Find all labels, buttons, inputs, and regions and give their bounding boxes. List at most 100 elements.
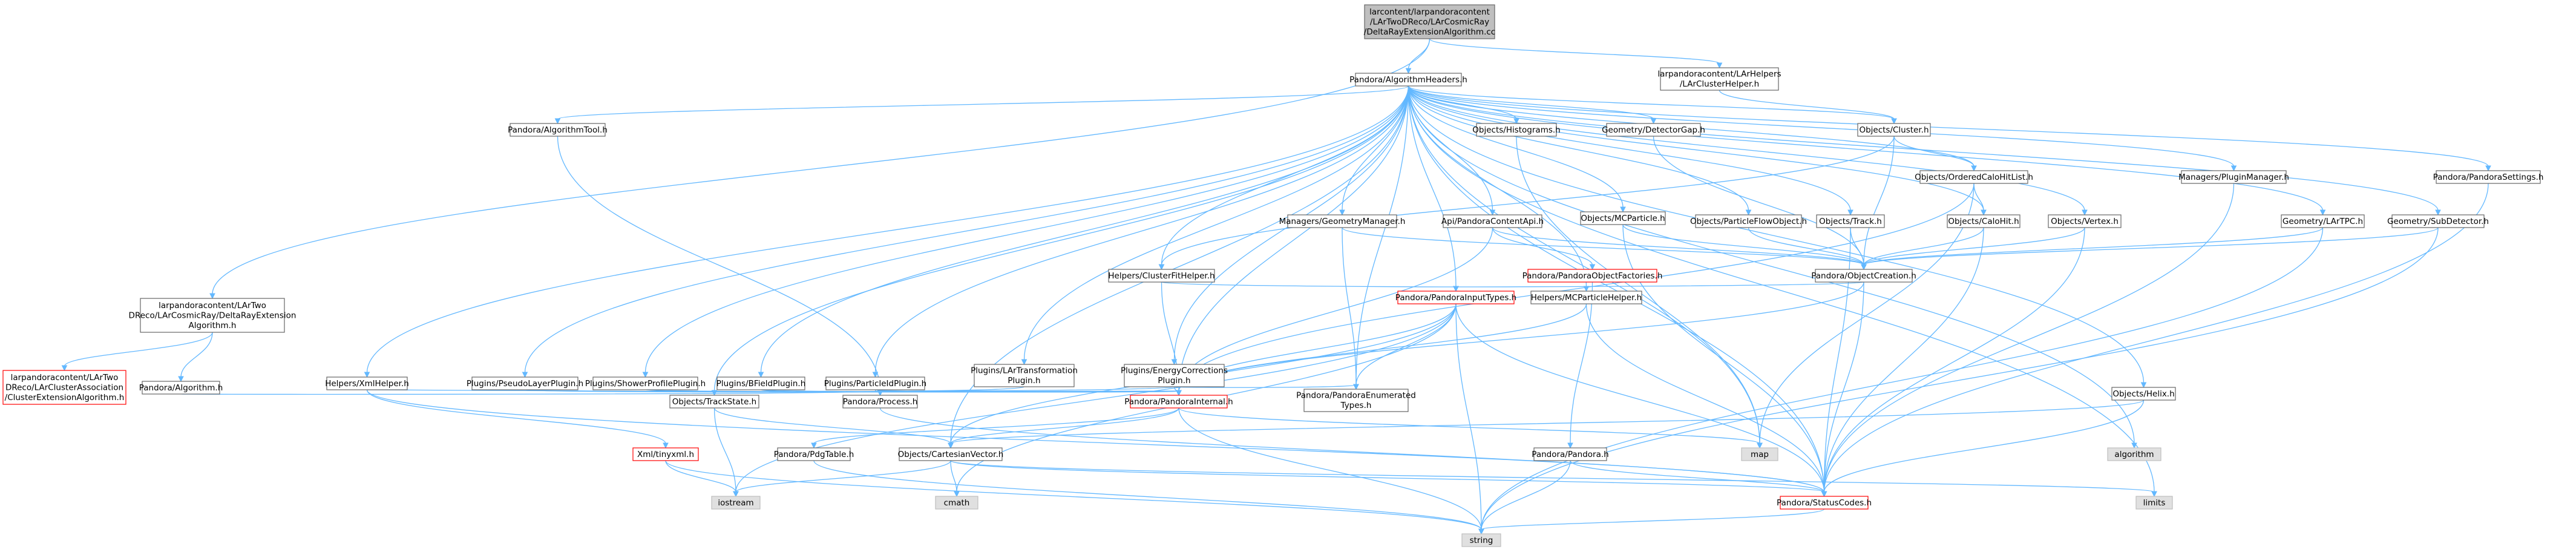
node-clusterFitHelper[interactable]: Helpers/ClusterFitHelper.h <box>1108 269 1215 283</box>
node-label: larcontent/larpandoracontent <box>1369 7 1490 17</box>
node-label: iostream <box>718 498 753 508</box>
node-pluginManager[interactable]: Managers/PluginManager.h <box>2178 170 2289 184</box>
node-clusterExtAlg[interactable]: larpandoracontent/LArTwoDReco/LArCluster… <box>2 370 126 405</box>
node-deltaRayH[interactable]: larpandoracontent/LArTwoDReco/LArCosmicR… <box>129 298 297 333</box>
node-label: Pandora/PdgTable.h <box>774 450 854 459</box>
edge-objCluster-to-clusterFitHelper <box>1158 136 1895 271</box>
node-objCluster[interactable]: Objects/Cluster.h <box>1857 123 1931 137</box>
node-label: Plugins/BFieldPlugin.h <box>716 379 806 389</box>
edge-caloHit-to-statusCodes <box>1821 227 1984 498</box>
node-subDetector[interactable]: Geometry/SubDetector.h <box>2387 214 2489 228</box>
edge-algHeaders-to-mcParticle <box>1408 85 1626 213</box>
node-pandoraH[interactable]: Pandora/Pandora.h <box>1532 447 1609 461</box>
node-label: Objects/Track.h <box>1819 217 1882 226</box>
edge-algHeaders-to-algorithm <box>1408 85 2137 449</box>
node-box <box>2181 170 2287 184</box>
node-particleFlowObject[interactable]: Objects/ParticleFlowObject.h <box>1690 214 1807 228</box>
node-label: Objects/TrackState.h <box>672 397 756 407</box>
edge-root-to-algHeaders <box>1405 38 1431 74</box>
node-objTrack[interactable]: Objects/Track.h <box>1816 214 1885 228</box>
node-label: Geometry/SubDetector.h <box>2387 217 2489 226</box>
node-limits[interactable]: limits <box>2135 496 2173 510</box>
edge-objHelix-to-cartesianVector <box>948 399 2145 449</box>
node-algorithm[interactable]: algorithm <box>2107 447 2161 461</box>
edge-algHeaders-to-objVertex <box>1408 85 2088 216</box>
edge-pandoraH-to-string <box>1478 460 1571 535</box>
node-algHeaders[interactable]: Pandora/AlgorithmHeaders.h <box>1349 73 1467 87</box>
node-objectCreation[interactable]: Pandora/ObjectCreation.h <box>1811 269 1916 283</box>
node-box <box>1287 214 1397 228</box>
node-box <box>2391 214 2485 228</box>
node-apiContent[interactable]: Api/PandoraContentApi.h <box>1441 214 1544 228</box>
node-label: Managers/PluginManager.h <box>2178 172 2289 182</box>
node-box <box>1461 533 1501 547</box>
edge-objCluster-to-objectCreation <box>1861 136 1895 271</box>
edge-cartesianVector-to-cmath <box>950 460 960 498</box>
edge-root-to-larClusterHelper <box>1429 38 1723 69</box>
node-cartesianVector[interactable]: Objects/CartesianVector.h <box>898 447 1004 461</box>
edge-mcParticleHelper-to-pandoraInternal <box>1176 303 1587 396</box>
edge-algHeaders-to-objHelix <box>1408 85 2147 389</box>
node-pandoraSettings[interactable]: Pandora/PandoraSettings.h <box>2433 170 2544 184</box>
node-orderedCaloHitList[interactable]: Objects/OrderedCaloHitList.h <box>1915 170 2033 184</box>
node-objHelix[interactable]: Objects/Helix.h <box>2111 387 2176 401</box>
node-statusCodes[interactable]: Pandora/StatusCodes.h <box>1777 496 1872 510</box>
edge-pandoraInternal-to-cartesianVector <box>948 407 1179 449</box>
node-box <box>1816 214 1885 228</box>
node-caloHit[interactable]: Objects/CaloHit.h <box>1947 214 2020 228</box>
node-cmath[interactable]: cmath <box>935 496 978 510</box>
edge-algHeaders-to-larTransform <box>1021 85 1409 366</box>
node-string[interactable]: string <box>1461 533 1501 547</box>
node-particleId[interactable]: Plugins/ParticleIdPlugin.h <box>824 376 927 390</box>
node-map[interactable]: map <box>1741 447 1778 461</box>
node-trackState[interactable]: Objects/TrackState.h <box>669 395 759 409</box>
node-label: Helpers/MCParticleHelper.h <box>1531 293 1642 303</box>
node-inputTypes[interactable]: Pandora/PandoraInputTypes.h <box>1395 291 1516 304</box>
edge-algHeaders-to-geometryManager <box>1339 85 1409 216</box>
node-box <box>1124 364 1225 387</box>
node-xmlHelper[interactable]: Helpers/XmlHelper.h <box>325 376 409 390</box>
edge-cartesianVector-to-iostream <box>733 460 951 498</box>
edge-algHeaders-to-caloHit <box>1408 85 1987 216</box>
node-objectFactories[interactable]: Pandora/PandoraObjectFactories.h <box>1522 269 1663 283</box>
node-box <box>1443 214 1542 228</box>
node-pandoraProcess[interactable]: Pandora/Process.h <box>842 395 918 409</box>
node-label: Helpers/XmlHelper.h <box>325 379 409 389</box>
node-algorithmTool[interactable]: Pandora/AlgorithmTool.h <box>508 123 608 137</box>
node-label: limits <box>2143 498 2166 508</box>
node-box <box>1857 123 1931 137</box>
edge-xmlHelper-to-statusCodes <box>366 389 1827 498</box>
edge-mcParticle-to-statusCodes <box>1622 224 1827 498</box>
node-box <box>1947 214 2020 228</box>
node-root[interactable]: larcontent/larpandoracontent/LArTwoDReco… <box>1364 4 1495 39</box>
node-pseudoLayer[interactable]: Plugins/PseudoLayerPlugin.h <box>467 376 583 390</box>
node-box <box>2 370 126 405</box>
node-label: Managers/GeometryManager.h <box>1279 217 1406 226</box>
node-label: Plugins/ShowerProfilePlugin.h <box>585 379 706 389</box>
node-pdgTable[interactable]: Pandora/PdgTable.h <box>774 447 854 461</box>
node-label: DReco/LArCosmicRay/DeltaRayExtension <box>129 310 297 320</box>
edge-objectCreation-to-inputTypes <box>1453 281 1864 292</box>
node-bfield[interactable]: Plugins/BFieldPlugin.h <box>716 376 806 390</box>
node-showerProfile[interactable]: Plugins/ShowerProfilePlugin.h <box>585 376 706 390</box>
node-objVertex[interactable]: Objects/Vertex.h <box>2048 214 2122 228</box>
node-larClusterHelper[interactable]: larpandoracontent/LArHelpers/LArClusterH… <box>1657 67 1781 91</box>
node-pandoraInternal[interactable]: Pandora/PandoraInternal.h <box>1124 395 1233 409</box>
node-larTPC[interactable]: Geometry/LArTPC.h <box>2281 214 2365 228</box>
node-iostream[interactable]: iostream <box>711 496 761 510</box>
node-label: Api/PandoraContentApi.h <box>1441 217 1544 226</box>
node-geometryManager[interactable]: Managers/GeometryManager.h <box>1279 214 1406 228</box>
node-box <box>842 395 918 409</box>
node-mcParticleHelper[interactable]: Helpers/MCParticleHelper.h <box>1530 291 1642 304</box>
node-pandoraAlgorithm[interactable]: Pandora/Algorithm.h <box>139 381 223 395</box>
node-box <box>326 376 408 390</box>
node-tinyxml[interactable]: Xml/tinyxml.h <box>632 447 699 461</box>
node-mcParticle[interactable]: Objects/MCParticle.h <box>1580 211 1666 225</box>
node-detectorGap[interactable]: Geometry/DetectorGap.h <box>1602 123 1705 137</box>
node-histograms[interactable]: Objects/Histograms.h <box>1472 123 1561 137</box>
edge-algHeaders-to-algorithmTool <box>554 85 1409 125</box>
node-box <box>1606 123 1701 137</box>
